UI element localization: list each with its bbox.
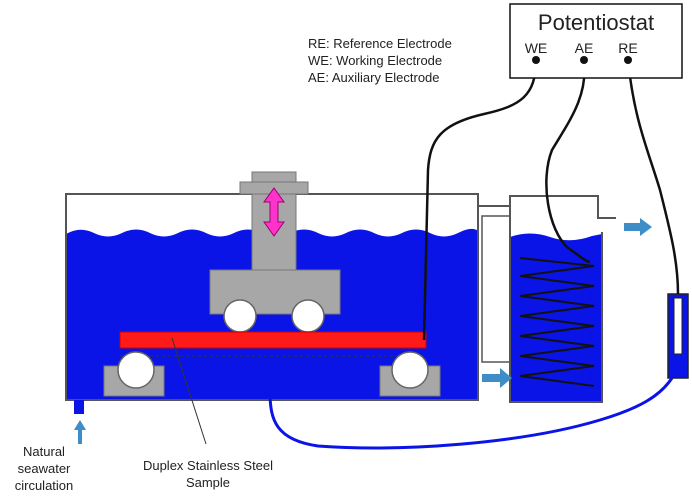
legend-line-ae: AE: Auxiliary Electrode xyxy=(308,70,440,85)
legend-line-re: RE: Reference Electrode xyxy=(308,36,452,51)
upper-roller-right xyxy=(291,299,325,333)
terminal-we-dot xyxy=(532,56,540,64)
arrow-up-icon xyxy=(74,420,86,444)
luggin-capillary xyxy=(268,377,674,450)
lower-roller-right xyxy=(391,351,429,389)
terminal-we-label: WE xyxy=(525,40,548,56)
potentiostat-title: Potentiostat xyxy=(538,10,654,35)
arrow-right-icon xyxy=(482,368,512,388)
legend-line-we: WE: Working Electrode xyxy=(308,53,442,68)
arrow-right-icon xyxy=(624,218,652,236)
overflow-channel-gap xyxy=(481,215,511,363)
inlet-label-line2: seawater xyxy=(18,461,71,476)
terminal-re-dot xyxy=(624,56,632,64)
reference-electrode-core xyxy=(673,297,683,355)
terminal-ae-label: AE xyxy=(575,40,594,56)
sample-label-line1: Duplex Stainless Steel xyxy=(143,458,273,473)
terminal-re-label: RE xyxy=(618,40,637,56)
potentiostat-box xyxy=(509,3,683,79)
tank-outline xyxy=(65,193,479,401)
inlet-label-line3: circulation xyxy=(15,478,74,493)
we-wire xyxy=(422,59,538,341)
stainless-steel-sample xyxy=(119,331,427,349)
counter-electrode-compartment xyxy=(509,206,603,403)
counter-electrode-water xyxy=(510,233,602,402)
ae-wire xyxy=(545,59,591,264)
lower-roller-left xyxy=(117,351,155,389)
terminal-ae-dot xyxy=(580,56,588,64)
auxiliary-electrode-coil xyxy=(519,257,595,387)
sample-label-line2: Sample xyxy=(186,475,230,490)
upper-roller-left xyxy=(223,299,257,333)
inlet-pipe xyxy=(74,400,84,414)
overflow-channel-outline xyxy=(478,195,616,219)
re-wire xyxy=(626,59,680,295)
inlet-label-line1: Natural xyxy=(23,444,65,459)
double-arrow-vertical-icon xyxy=(263,187,285,237)
sample-pointer xyxy=(171,337,207,445)
